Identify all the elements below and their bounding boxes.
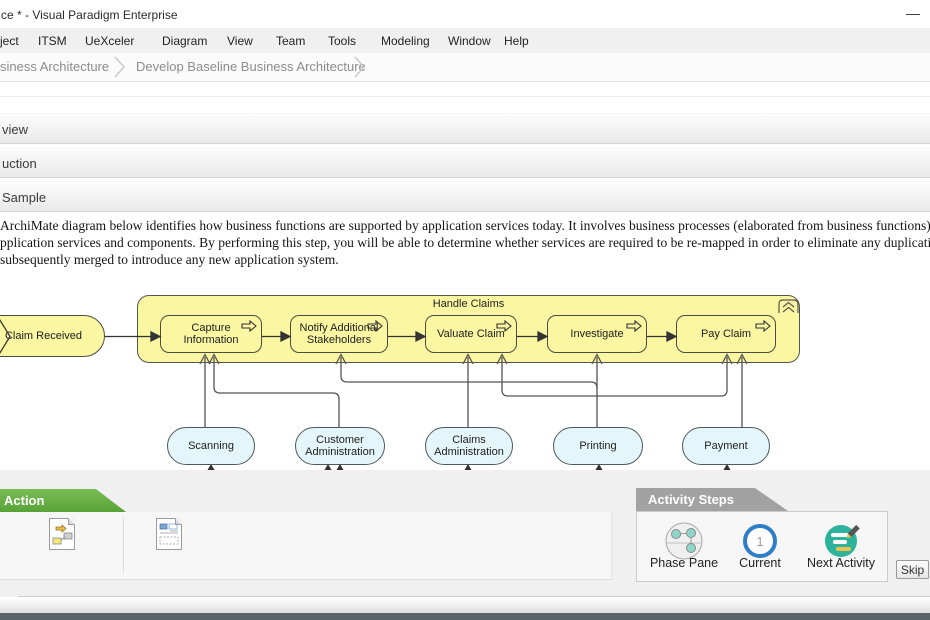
event-label: Claim Received xyxy=(4,330,83,342)
collapse-icon xyxy=(778,299,799,313)
diagram-process-notify-stakeholders: Notify Additional Stakeholders xyxy=(290,315,388,353)
diagram-service-claims-administration: Claims Administration xyxy=(425,427,513,465)
business-process-icon xyxy=(626,320,642,332)
menu-item-help[interactable]: Help xyxy=(504,34,529,48)
business-process-icon xyxy=(241,320,257,332)
diagram-service-payment: Payment xyxy=(682,427,770,465)
skip-button[interactable]: Skip xyxy=(896,560,929,579)
footer-status-bar xyxy=(0,613,930,620)
diagram-process-capture-information: Capture Information xyxy=(160,315,262,353)
breadcrumb-item-business-architecture[interactable]: siness Architecture xyxy=(0,59,110,74)
menu-item-itsm[interactable]: ITSM xyxy=(38,34,67,48)
description-line-2: pplication services and components. By p… xyxy=(0,235,930,250)
menu-item-diagram[interactable]: Diagram xyxy=(162,34,208,48)
diagram-group-label: Handle Claims xyxy=(432,298,505,310)
diagram-process-pay-claim: Pay Claim xyxy=(676,315,776,353)
menu-item-modeling[interactable]: Modeling xyxy=(381,34,430,48)
action-panel-body xyxy=(0,512,612,580)
menu-item-view[interactable]: View xyxy=(227,34,253,48)
diagram-service-printing: Printing xyxy=(553,427,643,465)
footer-gradient xyxy=(0,597,930,613)
menu-item-tools[interactable]: Tools xyxy=(328,34,357,48)
diagram-service-scanning: Scanning xyxy=(167,427,255,465)
separator-line xyxy=(0,96,930,97)
action-item-business-architecture-model[interactable]: siness Architecture Model xyxy=(0,512,113,578)
action-divider xyxy=(123,517,124,573)
window-title: ce * - Visual Paradigm Enterprise xyxy=(1,8,178,22)
section-sample[interactable]: Sample xyxy=(0,181,930,212)
current-step-icon: 1 xyxy=(743,524,777,558)
action-panel-header: Action xyxy=(0,489,126,512)
custom-artifacts-icon xyxy=(156,518,182,550)
diagram-process-investigate: Investigate xyxy=(547,315,647,353)
architecture-model-icon xyxy=(49,518,75,550)
phase-pane-icon xyxy=(665,522,703,560)
menu-bar xyxy=(0,28,930,53)
business-process-icon xyxy=(755,320,771,332)
menu-item-project[interactable]: ject xyxy=(0,34,19,48)
next-activity-icon xyxy=(825,524,860,557)
diagram-event-claim-received: Claim Received xyxy=(0,315,105,357)
breadcrumb-item-develop-baseline[interactable]: Develop Baseline Business Architecture xyxy=(136,59,366,74)
menu-item-team[interactable]: Team xyxy=(276,34,306,48)
activity-steps-header: Activity Steps xyxy=(636,488,788,511)
diagram-service-customer-administration: Customer Administration xyxy=(295,427,385,465)
chevron-right-icon xyxy=(114,56,126,78)
business-process-icon xyxy=(367,320,383,332)
action-item-custom-artifacts[interactable]: Custom Artifacts xyxy=(133,512,209,578)
menu-item-uexceler[interactable]: UeXceler xyxy=(85,34,135,48)
footer-separator xyxy=(18,596,930,597)
description-line-1: ArchiMate diagram below identifies how b… xyxy=(0,218,930,233)
business-process-icon xyxy=(496,320,512,332)
section-introduction[interactable]: uction xyxy=(0,147,930,178)
minimize-button[interactable]: — xyxy=(906,5,920,21)
chevron-right-icon xyxy=(354,56,366,78)
title-bar xyxy=(0,0,930,28)
breadcrumb xyxy=(0,53,930,82)
description-line-3: subsequently merged to introduce any new… xyxy=(0,252,339,267)
section-overview[interactable]: view xyxy=(0,113,930,144)
menu-item-window[interactable]: Window xyxy=(448,34,491,48)
diagram-process-valuate-claim: Valuate Claim xyxy=(425,315,517,353)
